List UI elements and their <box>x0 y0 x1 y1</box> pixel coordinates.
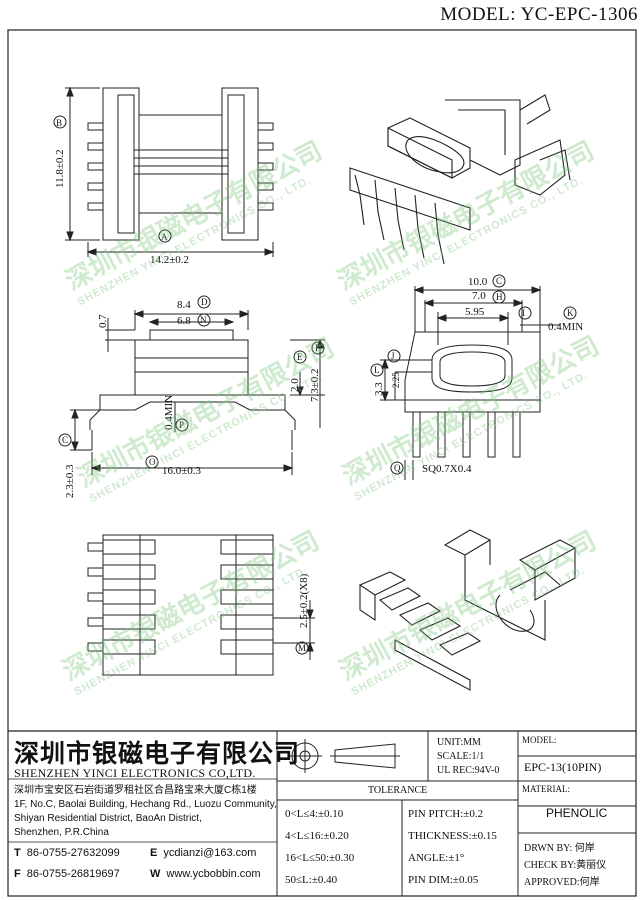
fax-value: 86-0755-26819697 <box>26 868 120 880</box>
material-label: MATERIAL: <box>522 784 570 794</box>
side-view <box>370 274 577 480</box>
contact-tel: T 86-0755-27632099 <box>14 847 120 859</box>
tolerance-row-3: 16<L≤50:±0.30 <box>285 852 355 864</box>
label-o: O <box>149 457 156 467</box>
label-e: E <box>297 352 303 362</box>
company-name-en: SHENZHEN YINCI ELECTRONICS CO,LTD. <box>14 766 256 780</box>
dim-70: 7.0 <box>472 290 486 302</box>
contact-fax: F 86-0755-26819697 <box>14 868 120 880</box>
dim-07: 0.7 <box>97 314 109 328</box>
tel-value: 86-0755-27632099 <box>26 847 120 859</box>
model-label: MODEL: <box>522 735 557 745</box>
dim-33: 3.3 <box>373 382 385 396</box>
tolerance-row-4: 50≤L:±0.40 <box>285 874 338 886</box>
ul-label: UL REC:94V-0 <box>437 765 500 776</box>
pin-pitch-tol: PIN PITCH:±0.2 <box>408 808 484 820</box>
model-header: MODEL: YC-EPC-1306 <box>440 4 638 25</box>
address-line-2: 1F, No.C, Baolai Building, Hechang Rd., … <box>14 799 277 810</box>
iso-view-bottom <box>358 529 577 691</box>
company-name-cn: 深圳市银磁电子有限公司 <box>14 739 301 768</box>
bottom-view <box>87 534 315 676</box>
unit-label: UNIT:MM <box>437 737 481 748</box>
drawn-by: DRWN BY: 何岸 <box>524 843 595 854</box>
dim-23: 2.3±0.3 <box>64 464 76 498</box>
dim-top-width: 14.2±0.2 <box>150 254 189 266</box>
label-k: K <box>567 308 574 318</box>
label-d: D <box>201 297 208 307</box>
dim-20: 2.0 <box>289 378 301 392</box>
dim-04min-side: 0.4MIN <box>548 321 583 333</box>
top-view <box>53 86 275 257</box>
web-value: www.ycbobbin.com <box>166 868 261 880</box>
approved-by: APPROVED:何岸 <box>524 877 600 888</box>
drawing-frame <box>7 29 637 897</box>
tel-label: T <box>14 847 21 859</box>
dim-04min-front: 0.4MIN <box>163 395 175 430</box>
tolerance-title: TOLERANCE <box>368 785 428 796</box>
material-value: PHENOLIC <box>546 806 608 820</box>
dim-160: 16.0±0.3 <box>162 465 202 477</box>
web-label: W <box>150 868 161 880</box>
label-h: H <box>496 292 503 302</box>
pin-dim-tol: PIN DIM:±0.05 <box>408 874 479 886</box>
label-c-side: C <box>496 276 502 286</box>
title-block-lines <box>276 731 636 896</box>
label-a: A <box>161 232 168 242</box>
model-value: EPC-13(10PIN) <box>524 760 602 774</box>
dim-100: 10.0 <box>468 276 488 288</box>
scale-label: SCALE:1/1 <box>437 751 485 762</box>
dim-pitch: 2.5±0.2(X8) <box>298 573 310 628</box>
label-i: I <box>522 308 525 318</box>
label-m: M <box>298 643 306 653</box>
dim-68: 6.8 <box>177 315 191 327</box>
address-line-4: Shenzhen, P.R.China <box>14 827 109 838</box>
thickness-tol: THICKNESS:±0.15 <box>408 830 497 842</box>
label-q: Q <box>394 463 401 473</box>
label-p: P <box>179 420 184 430</box>
label-l: L <box>374 365 380 375</box>
dim-84: 8.4 <box>177 299 191 311</box>
dim-pin: SQ0.7X0.4 <box>422 463 472 475</box>
fax-label: F <box>14 868 21 880</box>
dim-225: 2.25 <box>391 372 401 388</box>
tolerance-row-1: 0<L≤4:±0.10 <box>285 808 344 820</box>
dim-73: 7.3±0.2 <box>309 368 321 402</box>
tolerance-row-2: 4<L≤16:±0.20 <box>285 830 349 842</box>
dim-top-height: 11.8±0.2 <box>54 149 66 188</box>
label-c-front: C <box>62 435 68 445</box>
address-line-3: Shiyan Residential District, BaoAn Distr… <box>14 813 202 824</box>
email-value: ycdianzi@163.com <box>163 847 257 859</box>
angle-tol: ANGLE:±1° <box>408 852 465 864</box>
label-n: N <box>200 315 207 325</box>
label-b: B <box>56 118 62 128</box>
label-f: F <box>315 343 320 353</box>
dim-595: 5.95 <box>465 306 485 318</box>
address-line-1: 深圳市宝安区石岩街道罗租社区合昌路宝来大厦C栋1楼 <box>14 785 257 796</box>
email-label: E <box>150 847 158 859</box>
checked-by: CHECK BY:黄丽仪 <box>524 860 607 871</box>
iso-view-top <box>349 94 571 265</box>
label-j: J <box>391 351 395 361</box>
front-view <box>58 295 325 475</box>
